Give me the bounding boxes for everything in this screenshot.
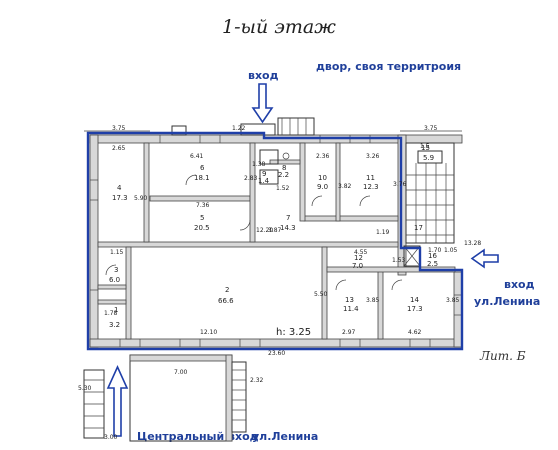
room-15-number: 15: [421, 144, 430, 152]
room-10-number: 10: [318, 174, 327, 182]
dim-label: 3.26: [366, 153, 380, 160]
dim-label: 3.75: [424, 125, 438, 132]
room-15-area: 5.9: [423, 154, 434, 162]
premises-outline: [86, 131, 464, 351]
dim-label: 1.22: [232, 125, 246, 132]
dim-label: 7.36: [196, 202, 210, 209]
entrance-right-street: ул.Ленина: [474, 295, 540, 308]
dim-label: 3.85: [366, 297, 380, 304]
room-5-number: 5: [200, 214, 204, 222]
room-labels: 1 3.2 2 66.6 3 6.0 4 17.3 5 20.5 6 18.1 …: [109, 144, 438, 329]
dimension-labels: 3.75 3.75 2.65 6.41 1.22 2.36 3.26 5.90 …: [78, 125, 481, 441]
dim-label: 1.05: [444, 247, 458, 254]
dim-label: 4.62: [408, 329, 422, 336]
dim-label: 2.36: [316, 153, 330, 160]
room-16-number: 16: [428, 252, 437, 260]
room-3-number: 3: [114, 266, 118, 274]
door-arcs: [105, 174, 403, 291]
central-entrance-street: ул.Ленина: [252, 430, 318, 443]
dim-label: 1.78: [104, 310, 118, 317]
room-16-area: 2.5: [427, 260, 438, 268]
stair-right: [405, 142, 455, 244]
room-2-area: 66.6: [218, 297, 234, 305]
dim-label: 5.50: [314, 291, 328, 298]
dim-label: 3.75: [112, 125, 126, 132]
interior-walls: [97, 142, 456, 340]
room-11-number: 11: [366, 174, 375, 182]
room-8-area: 2.2: [278, 171, 289, 179]
room-12-area: 7.0: [352, 262, 363, 270]
dim-label: 1.19: [376, 229, 390, 236]
dim-label: 1.15: [110, 249, 124, 256]
room-4-area: 17.3: [112, 194, 128, 202]
room-5-area: 20.5: [194, 224, 210, 232]
dim-label: 5.30: [78, 385, 92, 392]
room-10-area: 9.0: [317, 183, 328, 191]
dim-label: 1.38: [252, 161, 266, 168]
yard-label: двор, своя территроия: [316, 60, 461, 73]
dim-label: 3.00: [104, 434, 118, 441]
room-13-area: 11.4: [343, 305, 359, 313]
room-7-number: 7: [286, 214, 290, 222]
room-7-area: 14.3: [280, 224, 296, 232]
dim-label: 6.41: [190, 153, 204, 160]
dim-label: 1.5: [420, 143, 430, 150]
dim-label: 7.00: [174, 369, 188, 376]
dim-label: 23.60: [268, 350, 285, 357]
room-11-area: 12.3: [363, 183, 379, 191]
lit-label: Лит. Б: [479, 349, 526, 363]
room-6-number: 6: [200, 164, 205, 172]
dim-label: 5.90: [134, 195, 148, 202]
lower-annex: [83, 354, 247, 442]
room-13-number: 13: [345, 296, 354, 304]
entrance-top-arrow: [251, 83, 274, 124]
room-9-number: 9: [262, 170, 266, 178]
room-14-number: 14: [410, 296, 419, 304]
dim-label: 12.10: [200, 329, 217, 336]
room-17-number: 17: [414, 224, 423, 232]
room-2-number: 2: [225, 286, 229, 294]
small-rooms-detail: [259, 149, 290, 185]
dim-label: 3.85: [446, 297, 460, 304]
dim-label: 3.82: [338, 183, 352, 190]
dim-label: 2.65: [112, 145, 126, 152]
room-6-area: 18.1: [194, 174, 210, 182]
dim-label: 2.97: [342, 329, 356, 336]
dim-label: 12.20: [256, 227, 273, 234]
plan-title: 1-ый этаж: [222, 16, 336, 38]
room-14-area: 17.3: [407, 305, 423, 313]
dim-label: 2.83: [244, 175, 258, 182]
dim-label: 1.53: [392, 257, 406, 264]
top-protrusions: [84, 117, 462, 136]
dim-label: 3.76: [393, 181, 407, 188]
room-8-number: 8: [282, 164, 286, 172]
central-entrance-arrow: [106, 365, 129, 437]
dim-label: 4.55: [354, 249, 368, 256]
entrance-top-label: вход: [248, 69, 279, 82]
dim-label: 3.87: [268, 227, 282, 234]
room-9-area: 1.4: [258, 177, 270, 185]
dim-label: 2.32: [250, 377, 264, 384]
room-12-number: 12: [354, 254, 363, 262]
dim-label: 1.70: [428, 247, 442, 254]
ceiling-height-label: h: 3.25: [276, 327, 311, 338]
dim-label: 13.28: [464, 240, 481, 247]
room-3-area: 6.0: [109, 276, 120, 284]
room-1-area: 3.2: [109, 321, 120, 329]
dim-label: 1.52: [276, 185, 290, 192]
room-4-number: 4: [117, 184, 122, 192]
entrance-right-label: вход: [504, 278, 535, 291]
room-1-number: 1: [114, 306, 118, 314]
entrance-right-arrow: [470, 248, 499, 269]
